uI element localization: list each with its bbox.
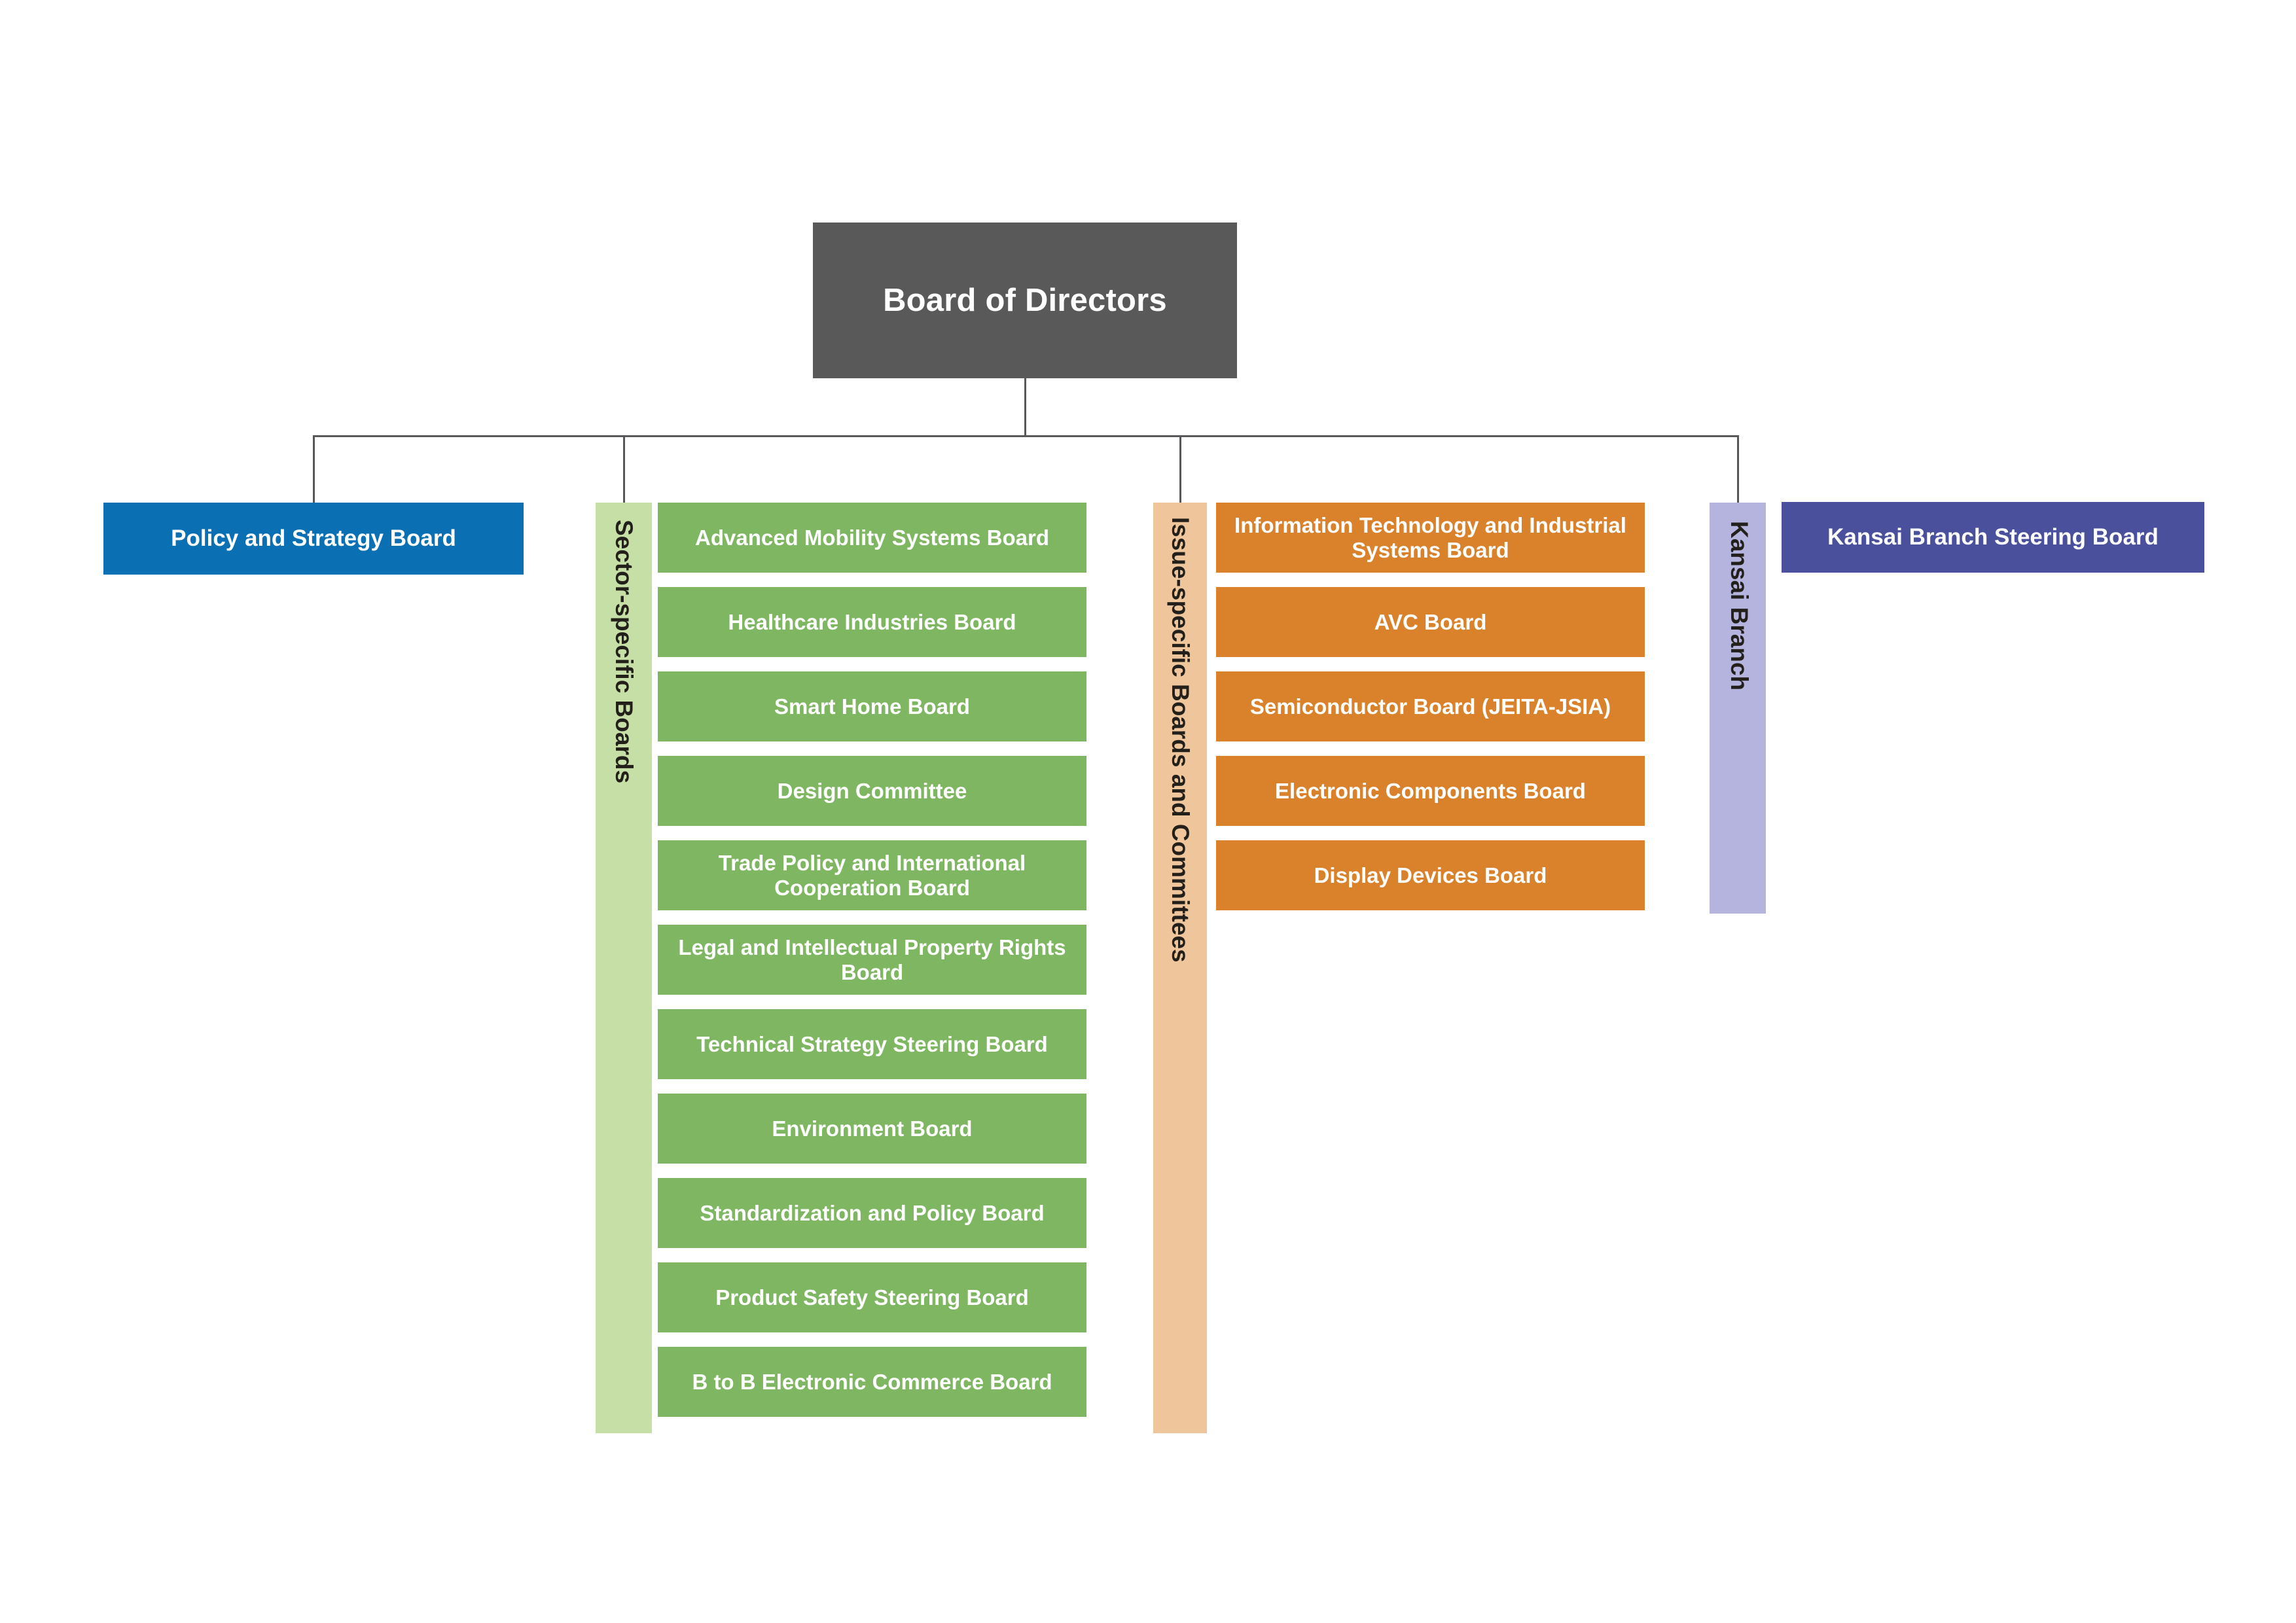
list-item[interactable]: Technical Strategy Steering Board xyxy=(658,1009,1086,1079)
list-item[interactable]: Advanced Mobility Systems Board xyxy=(658,503,1086,573)
connector-root-stem xyxy=(1024,378,1026,437)
kansai-branch-steering-board-node[interactable]: Kansai Branch Steering Board xyxy=(1782,502,2204,573)
connector-drop-kansai xyxy=(1737,435,1739,504)
list-item[interactable]: Electronic Components Board xyxy=(1216,756,1645,826)
board-of-directors-label: Board of Directors xyxy=(883,282,1167,318)
list-item-label: Display Devices Board xyxy=(1314,863,1547,887)
policy-and-strategy-board-label: Policy and Strategy Board xyxy=(171,526,456,552)
list-item-label: Smart Home Board xyxy=(774,694,970,719)
list-item[interactable]: Standardization and Policy Board xyxy=(658,1178,1086,1248)
kansai-branch-category-bar: Kansai Branch xyxy=(1710,503,1766,914)
issue-specific-boards-category-bar: Issue-specific Boards and Committees xyxy=(1153,503,1207,1433)
list-item-label: Electronic Components Board xyxy=(1275,778,1586,803)
list-item-label: Environment Board xyxy=(772,1116,973,1141)
list-item[interactable]: Semiconductor Board (JEITA-JSIA) xyxy=(1216,671,1645,741)
list-item-label: Standardization and Policy Board xyxy=(700,1200,1045,1225)
list-item-label: Trade Policy and International Cooperati… xyxy=(718,850,1026,900)
connector-drop-issue xyxy=(1179,435,1181,504)
list-item[interactable]: B to B Electronic Commerce Board xyxy=(658,1347,1086,1417)
list-item[interactable]: Design Committee xyxy=(658,756,1086,826)
sector-specific-boards-list: Advanced Mobility Systems Board Healthca… xyxy=(658,503,1086,1431)
list-item-label: B to B Electronic Commerce Board xyxy=(692,1369,1052,1394)
list-item-label: Healthcare Industries Board xyxy=(728,609,1016,634)
list-item[interactable]: Information Technology and Industrial Sy… xyxy=(1216,503,1645,573)
list-item[interactable]: Display Devices Board xyxy=(1216,840,1645,910)
list-item-label: Design Committee xyxy=(777,778,967,803)
list-item-label: Advanced Mobility Systems Board xyxy=(695,525,1049,550)
kansai-branch-category-label: Kansai Branch xyxy=(1726,521,1753,691)
list-item-label: Legal and Intellectual Property Rights B… xyxy=(678,935,1066,984)
list-item-label: Information Technology and Industrial Sy… xyxy=(1234,512,1626,562)
list-item[interactable]: Healthcare Industries Board xyxy=(658,587,1086,657)
connector-drop-policy xyxy=(313,435,315,504)
issue-specific-boards-category-label: Issue-specific Boards and Committees xyxy=(1167,517,1194,963)
list-item[interactable]: Trade Policy and International Cooperati… xyxy=(658,840,1086,910)
list-item[interactable]: AVC Board xyxy=(1216,587,1645,657)
list-item-label: Product Safety Steering Board xyxy=(715,1285,1029,1310)
sector-specific-boards-category-bar: Sector-specific Boards xyxy=(596,503,652,1433)
connector-horizontal-bus xyxy=(313,435,1739,437)
list-item[interactable]: Legal and Intellectual Property Rights B… xyxy=(658,925,1086,995)
policy-and-strategy-board-node[interactable]: Policy and Strategy Board xyxy=(103,503,524,575)
list-item-label: Technical Strategy Steering Board xyxy=(696,1031,1048,1056)
sector-specific-boards-category-label: Sector-specific Boards xyxy=(611,520,637,784)
list-item-label: Semiconductor Board (JEITA-JSIA) xyxy=(1249,694,1611,719)
list-item-label: AVC Board xyxy=(1374,609,1487,634)
list-item[interactable]: Environment Board xyxy=(658,1094,1086,1164)
list-item[interactable]: Product Safety Steering Board xyxy=(658,1262,1086,1332)
board-of-directors-node[interactable]: Board of Directors xyxy=(813,223,1237,378)
list-item[interactable]: Smart Home Board xyxy=(658,671,1086,741)
connector-drop-sector xyxy=(623,435,625,504)
kansai-branch-steering-board-label: Kansai Branch Steering Board xyxy=(1827,524,2159,550)
issue-specific-boards-list: Information Technology and Industrial Sy… xyxy=(1216,503,1645,925)
